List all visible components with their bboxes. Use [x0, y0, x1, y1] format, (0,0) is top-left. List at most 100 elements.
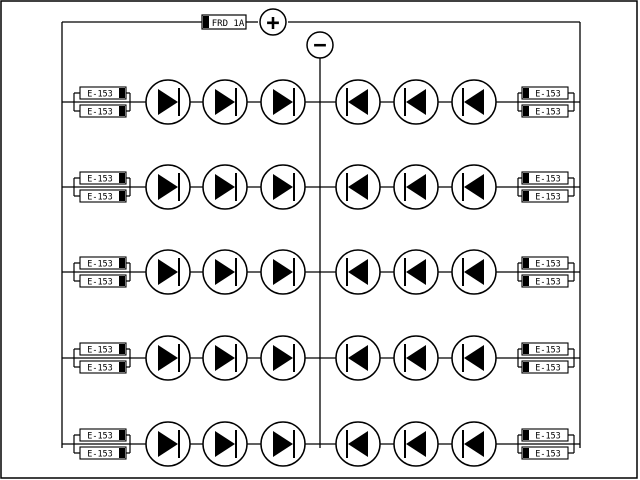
crd-band: [523, 88, 529, 98]
led-anode-triangle: [406, 174, 426, 200]
crd-label: E-153: [87, 432, 113, 442]
crd-band: [523, 362, 529, 372]
crd-diode: E-153: [79, 86, 127, 100]
led-forward: [202, 79, 248, 125]
led-forward: [202, 335, 248, 381]
crd-band: [523, 344, 529, 354]
negative-terminal: −: [306, 31, 334, 59]
led-reverse: [393, 335, 439, 381]
crd-parallel-bracket: [73, 434, 131, 454]
led-reverse: [451, 335, 497, 381]
crd-body: [79, 256, 127, 270]
led-anode-triangle: [215, 259, 235, 285]
crd-band: [119, 258, 125, 268]
led-anode-triangle: [348, 345, 368, 371]
fuse-label: FRD 1A: [212, 19, 245, 29]
crd-label: E-153: [535, 108, 561, 118]
crd-parallel-bracket: [517, 348, 575, 368]
crd-band: [119, 344, 125, 354]
crd-parallel-bracket: [517, 434, 575, 454]
crd-band: [523, 191, 529, 201]
led-anode-triangle: [158, 174, 178, 200]
crd-band: [523, 448, 529, 458]
crd-diode: E-153: [521, 86, 569, 100]
led-reverse: [335, 164, 381, 210]
crd-band: [523, 430, 529, 440]
led-anode-triangle: [406, 259, 426, 285]
led-forward: [202, 421, 248, 467]
crd-body: [521, 274, 569, 288]
led-anode-triangle: [406, 89, 426, 115]
crd-body: [79, 104, 127, 118]
led-anode-triangle: [215, 431, 235, 457]
led-reverse: [335, 249, 381, 295]
led-anode-triangle: [215, 345, 235, 371]
positive-terminal-symbol: +: [266, 11, 279, 36]
crd-label: E-153: [87, 175, 113, 185]
crd-label: E-153: [87, 278, 113, 288]
led-reverse: [451, 249, 497, 295]
crd-band: [119, 448, 125, 458]
crd-parallel-bracket: [73, 262, 131, 282]
crd-diode: E-153: [79, 171, 127, 185]
crd-band: [119, 106, 125, 116]
led-reverse: [393, 79, 439, 125]
crd-label: E-153: [535, 450, 561, 460]
fuse-body: [201, 14, 247, 30]
bus-wires: [61, 21, 581, 448]
negative-terminal-symbol: −: [313, 33, 326, 58]
crd-diode: E-153: [79, 428, 127, 442]
crd-label: E-153: [87, 450, 113, 460]
crd-diode: E-153: [521, 104, 569, 118]
led-reverse: [451, 421, 497, 467]
crd-label: E-153: [535, 346, 561, 356]
led-rows: E-153E-153E-153E-153E-153E-153E-153E-153…: [62, 79, 580, 467]
crd-diode: E-153: [521, 274, 569, 288]
crd-diode: E-153: [79, 446, 127, 460]
led-anode-triangle: [464, 89, 484, 115]
led-anode-triangle: [348, 89, 368, 115]
crd-parallel-bracket: [73, 177, 131, 197]
crd-diode: E-153: [521, 171, 569, 185]
crd-diode: E-153: [521, 446, 569, 460]
led-anode-triangle: [273, 345, 293, 371]
led-reverse: [335, 421, 381, 467]
led-reverse: [335, 79, 381, 125]
led-anode-triangle: [158, 89, 178, 115]
led-anode-triangle: [348, 174, 368, 200]
led-forward: [202, 164, 248, 210]
crd-label: E-153: [87, 346, 113, 356]
crd-band: [523, 173, 529, 183]
crd-diode: E-153: [521, 360, 569, 374]
crd-label: E-153: [87, 193, 113, 203]
crd-body: [79, 189, 127, 203]
crd-diode: E-153: [521, 256, 569, 270]
crd-diode: E-153: [79, 274, 127, 288]
crd-label: E-153: [87, 108, 113, 118]
crd-body: [521, 256, 569, 270]
crd-diode: E-153: [521, 342, 569, 356]
crd-body: [521, 189, 569, 203]
crd-label: E-153: [535, 432, 561, 442]
led-anode-triangle: [158, 259, 178, 285]
crd-diode: E-153: [521, 428, 569, 442]
crd-label: E-153: [87, 90, 113, 100]
led-forward: [260, 79, 306, 125]
fuse: FRD 1A: [201, 14, 247, 30]
crd-parallel-bracket: [73, 92, 131, 112]
led-anode-triangle: [464, 259, 484, 285]
led-forward: [145, 79, 191, 125]
led-reverse: [451, 164, 497, 210]
crd-label: E-153: [535, 278, 561, 288]
led-reverse: [393, 421, 439, 467]
led-anode-triangle: [158, 431, 178, 457]
crd-band: [119, 173, 125, 183]
crd-body: [521, 360, 569, 374]
crd-label: E-153: [87, 364, 113, 374]
crd-body: [79, 274, 127, 288]
led-forward: [260, 335, 306, 381]
crd-body: [521, 171, 569, 185]
